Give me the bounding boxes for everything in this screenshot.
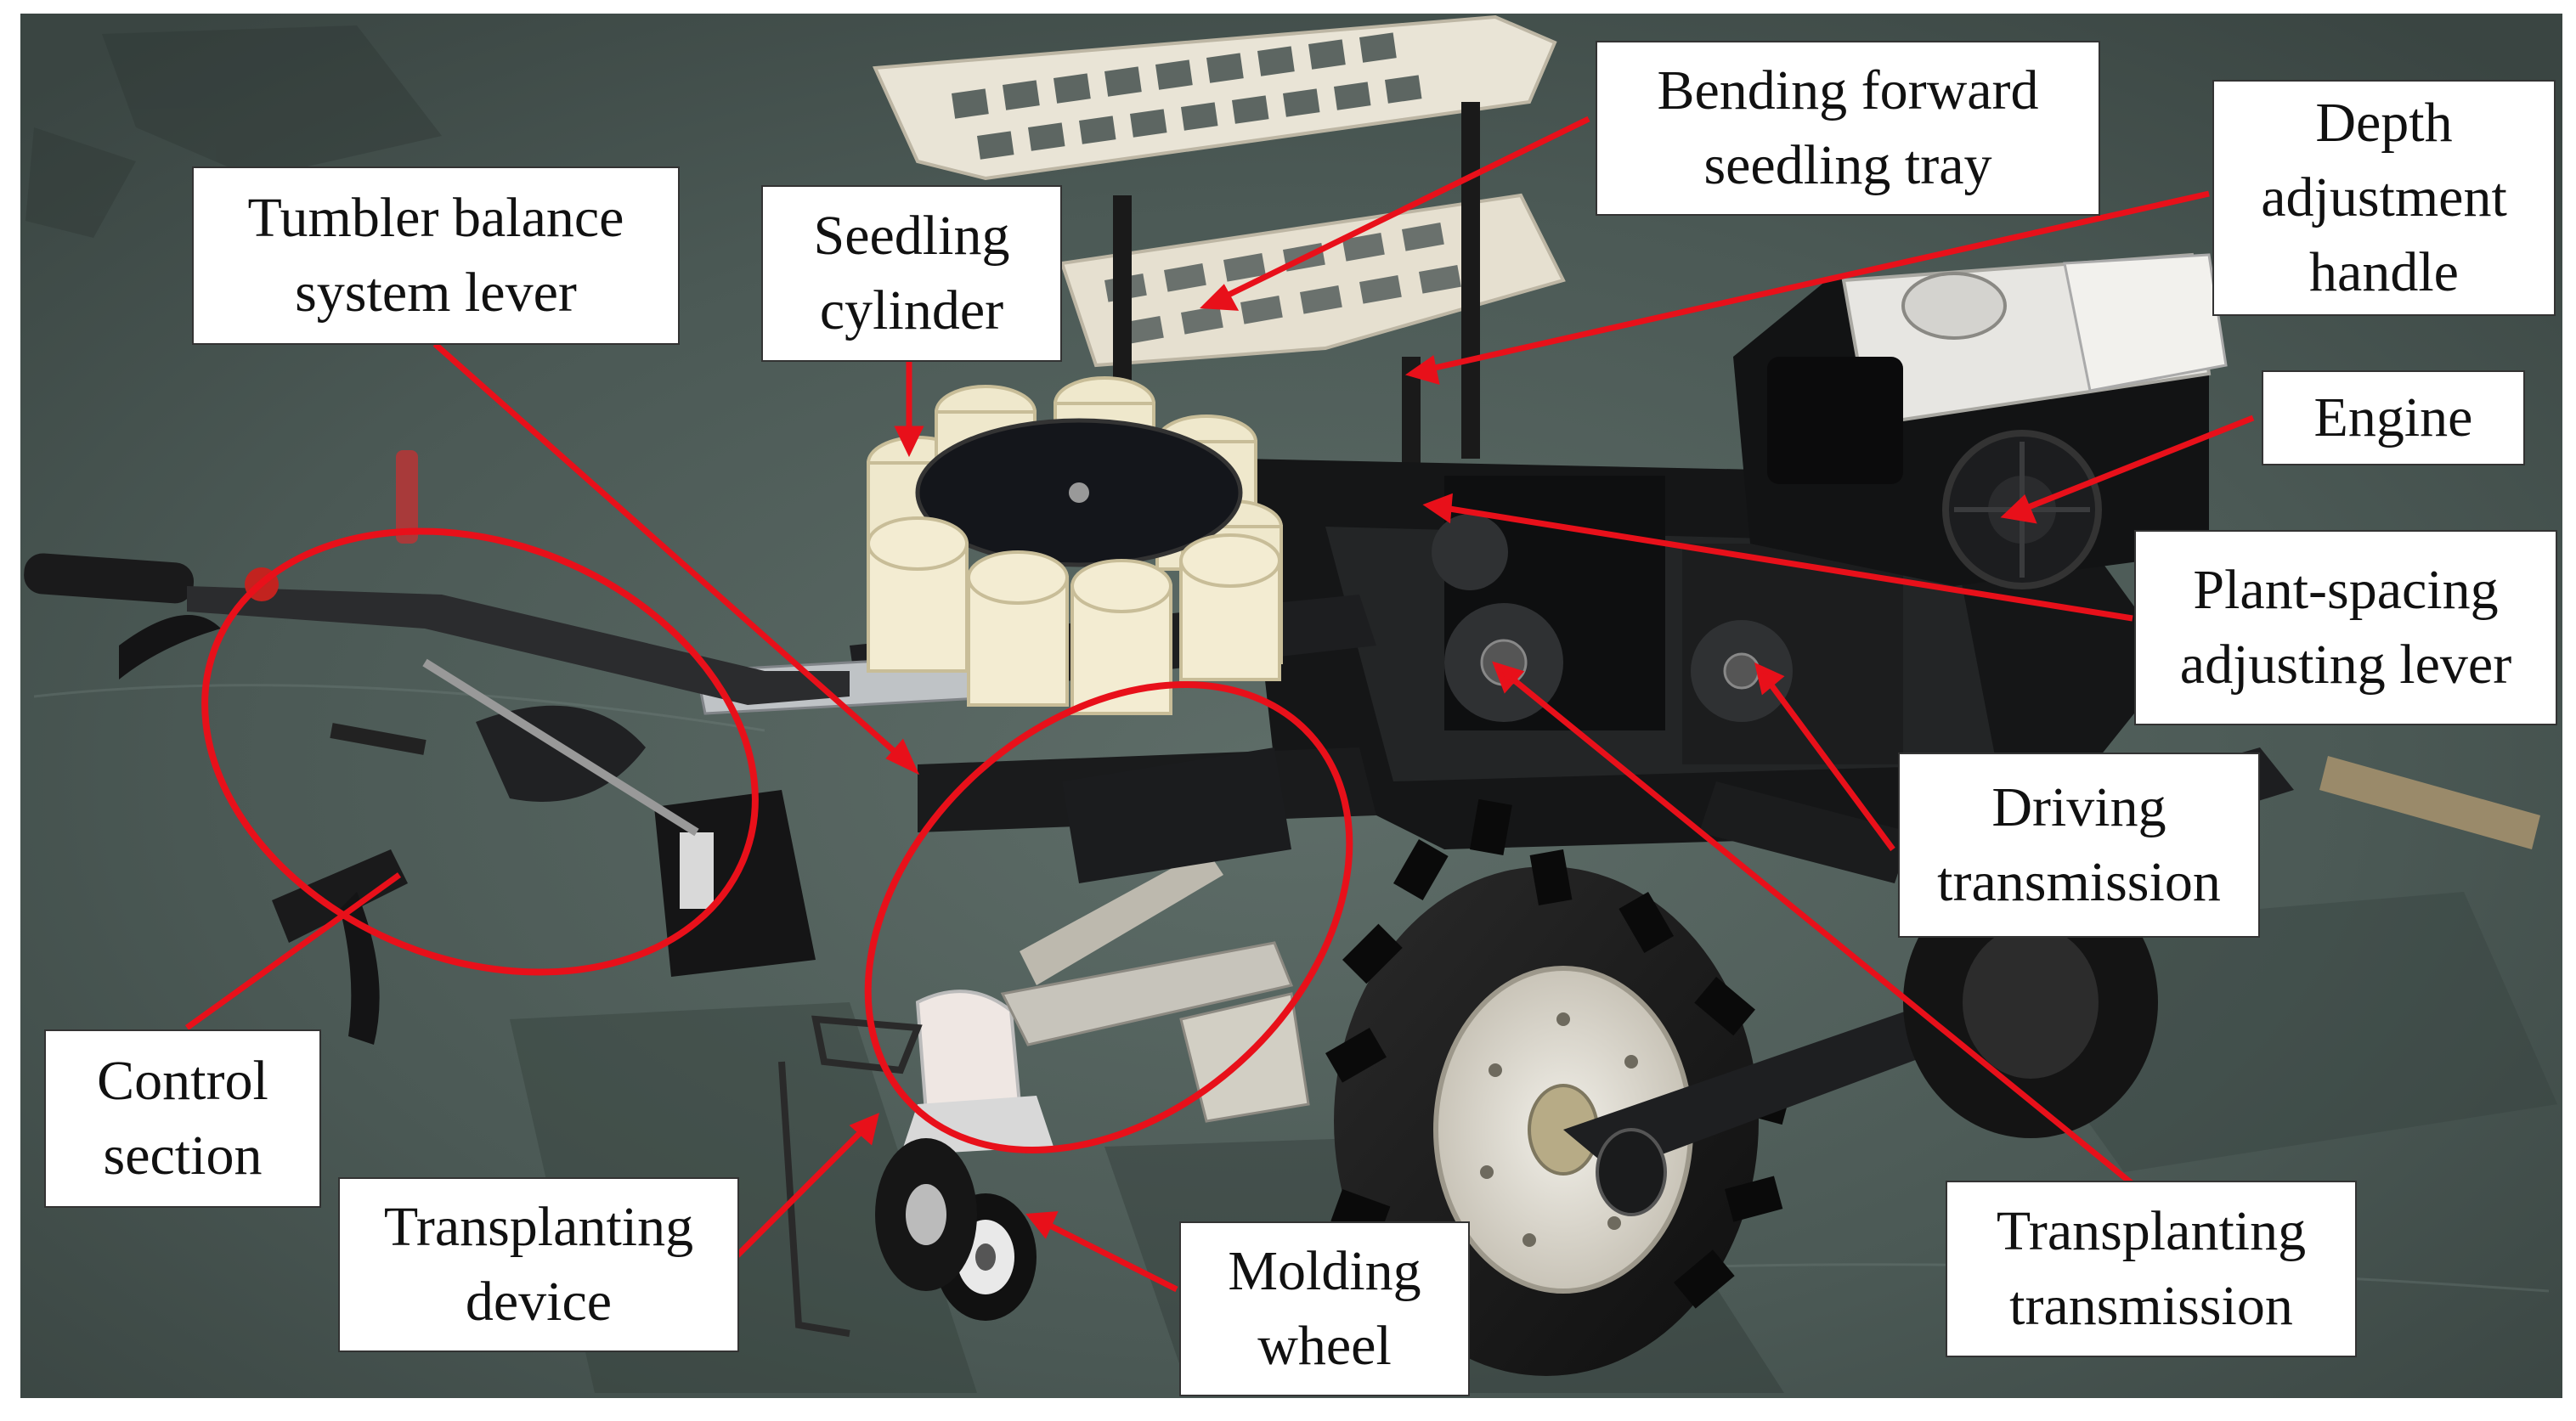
label-transplanting-transmission: Transplanting transmission (1946, 1181, 2357, 1357)
label-seedling-cylinder: Seedling cylinder (761, 185, 1062, 362)
seedling-cylinder-carousel (867, 376, 1283, 715)
label-text: Plant-spacing adjusting lever (2179, 559, 2512, 696)
leader-seedling-cylinder-arrow (894, 426, 924, 458)
control-section-outline (201, 527, 759, 976)
label-text: Control section (97, 1050, 268, 1187)
leader-driving-transmission (1765, 677, 1895, 852)
label-plant-spacing-lever: Plant-spacing adjusting lever (2134, 530, 2557, 725)
leader-transplanting-device-arrow (849, 1113, 879, 1146)
label-tumbler-balance-lever: Tumbler balance system lever (192, 166, 680, 345)
transplanting-device-outline (864, 681, 1353, 1153)
label-engine: Engine (2262, 370, 2525, 465)
region-outlines (201, 527, 1353, 1153)
label-text: Engine (2313, 386, 2473, 448)
leader-depth-handle (1426, 190, 2210, 373)
leader-engine (2020, 414, 2255, 513)
leader-molding-wheel-arrow (1025, 1211, 1059, 1239)
label-text: Transplanting transmission (1996, 1200, 2307, 1337)
label-text: Driving transmission (1937, 776, 2221, 913)
label-transplanting-device: Transplanting device (338, 1177, 739, 1352)
label-text: Tumbler balance system lever (247, 187, 624, 324)
label-bending-forward-tray: Bending forward seedling tray (1596, 41, 2100, 216)
label-text: Bending forward seedling tray (1657, 59, 2039, 196)
leader-plant-spacing (1443, 505, 2133, 622)
label-text: Transplanting device (383, 1196, 694, 1333)
label-text: Depth adjustment handle (2261, 92, 2507, 303)
leader-seedling-tray-arrow (1200, 284, 1240, 311)
leader-plant-spacing-arrow (1422, 493, 1453, 524)
molding-wheel (778, 1015, 1037, 1337)
leader-control-section (184, 872, 402, 1030)
leader-lines (184, 116, 2255, 1293)
leader-transplanting-transmission-arrow (1492, 661, 1525, 694)
label-molding-wheel: Molding wheel (1179, 1221, 1470, 1396)
label-driving-transmission: Driving transmission (1898, 753, 2260, 938)
leader-tumbler-lever-arrow (885, 738, 920, 775)
leader-molding-wheel (1043, 1220, 1178, 1293)
leader-seedling-tray (1222, 116, 1590, 301)
seedling-tray (873, 14, 1566, 368)
label-control-section: Control section (44, 1029, 321, 1208)
leader-transplanting-transmission (1505, 673, 2139, 1190)
leader-engine-arrow (2000, 493, 2037, 524)
leader-transplanting-device (735, 1125, 867, 1258)
label-text: Seedling cylinder (813, 205, 1010, 341)
label-text: Molding wheel (1228, 1240, 1421, 1377)
leader-driving-transmission-arrow (1754, 662, 1785, 696)
leader-tumbler-lever (432, 341, 912, 767)
leader-depth-handle-arrow (1404, 355, 1440, 385)
transplanting-device (901, 747, 1310, 1155)
label-depth-adjustment-handle: Depth adjustment handle (2212, 80, 2556, 316)
